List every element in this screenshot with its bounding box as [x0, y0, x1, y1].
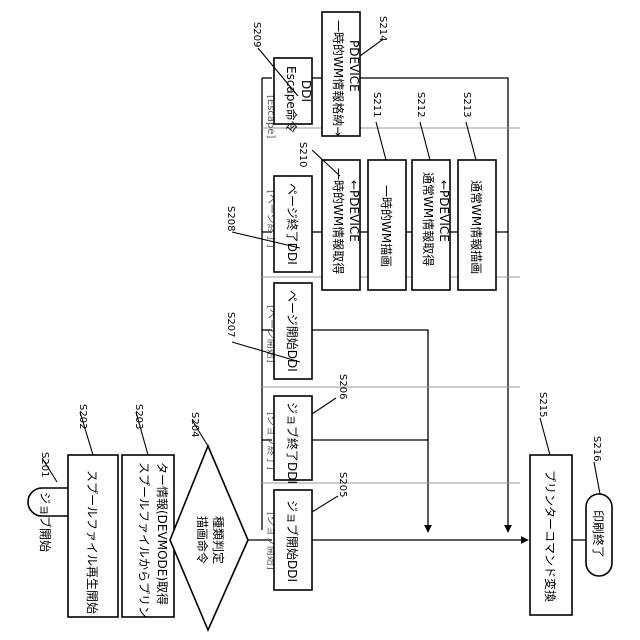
leader-s215: [540, 418, 550, 455]
node-s206-text: ジョブ終了DDI: [285, 402, 300, 484]
label-s210: S210: [297, 142, 308, 167]
node-s214-line1: 一時的WM情報格納→: [331, 20, 346, 136]
leader-s205: [312, 496, 338, 512]
leader-s216: [594, 462, 600, 494]
node-s204-line2: 種類判定: [211, 516, 226, 564]
node-s203-line2: ター情報(DEVMODE)取得: [155, 462, 170, 605]
label-s207: S207: [225, 312, 236, 337]
node-s213-text: 通常WM情報描画: [469, 180, 483, 274]
label-s211: S211: [371, 92, 382, 117]
label-s205: S205: [337, 472, 348, 497]
node-s208-text: ページ終了DDI: [285, 183, 300, 265]
leader-s206: [312, 398, 336, 414]
label-s204: S204: [189, 412, 200, 437]
node-s211-text: 一時的WM描画: [379, 185, 394, 267]
node-s203-line1: スプールファイルからプリン: [137, 462, 151, 618]
label-s201: S201: [39, 452, 50, 477]
node-s215-text: プリンターコマンド変換: [543, 470, 558, 602]
node-s209-line2: DDI: [299, 80, 313, 102]
label-s203: S203: [133, 404, 144, 429]
node-s210-line2: ←PDEVICE: [347, 180, 361, 242]
edge-s206-merge: [312, 440, 428, 532]
label-s206: S206: [337, 374, 348, 399]
label-s202: S202: [77, 404, 88, 429]
node-s210-line1: 一時的WM情報取得: [331, 168, 346, 274]
node-s201-text: ジョブ開始: [38, 492, 53, 552]
node-s214-line2: PDEVICE: [347, 40, 361, 92]
node-s204-line1: 描画命令: [195, 516, 210, 564]
label-s214: S214: [377, 16, 388, 41]
node-s205-text: ジョブ開始DDI: [285, 500, 300, 582]
node-s216-text: 印刷終了: [591, 510, 606, 558]
node-s202-text: スプールファイル再生開始: [85, 470, 99, 614]
node-s212-line2: ←PDEVICE: [437, 180, 451, 242]
leader-s214: [360, 40, 382, 56]
edge-s207-merge: [312, 330, 428, 440]
node-s209-line1: Escape命令: [284, 66, 299, 133]
node-s212-line1: 通常WM情報取得: [421, 172, 436, 266]
label-s216: S216: [591, 436, 602, 461]
label-s212: S212: [415, 92, 426, 117]
label-s213: S213: [461, 92, 472, 117]
label-s215: S215: [537, 392, 548, 417]
label-s209: S209: [251, 22, 262, 47]
label-s208: S208: [225, 206, 236, 231]
